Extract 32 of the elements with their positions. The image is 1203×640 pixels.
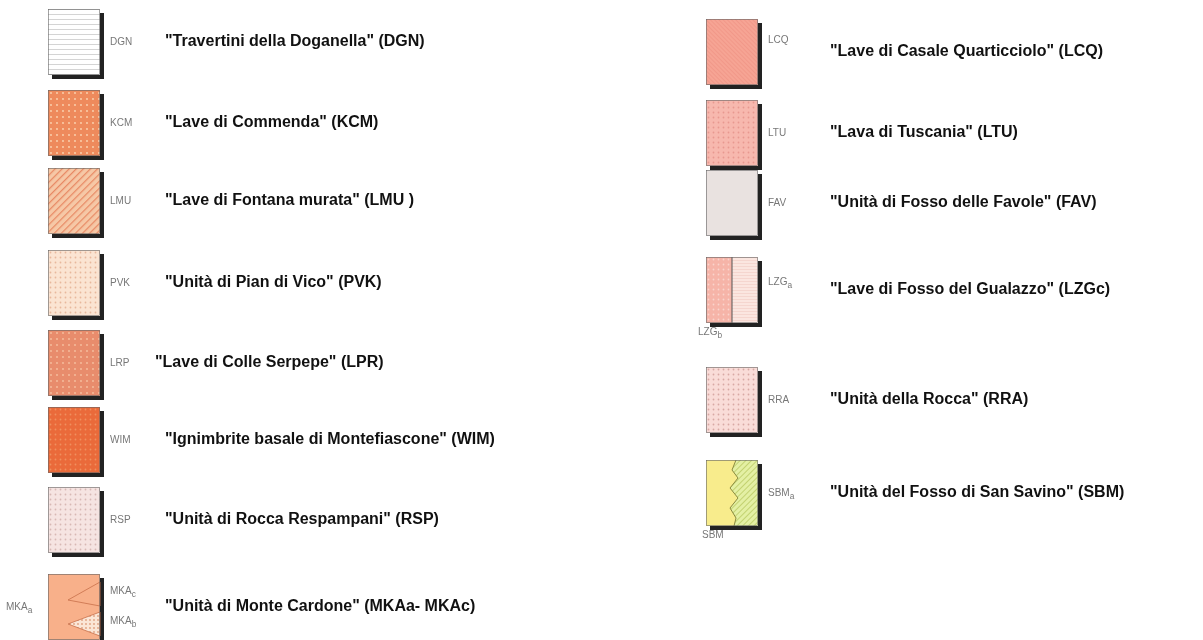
unit-code: RRA (768, 394, 790, 405)
unit-code: FAV (768, 197, 787, 208)
unit-code: LTU (768, 127, 787, 138)
legend-text: "Lave di Colle Serpepe" (LPR) (155, 353, 384, 371)
unit-code: SBM (702, 529, 724, 540)
legend-text: "Unità del Fosso di San Savino" (SBM) (830, 483, 1125, 501)
unit-code: MKA$_{c}$ (110, 585, 136, 599)
legend-text: "Lave di Casale Quarticciolo" (LCQ) (830, 42, 1103, 60)
legend-text: "Lava di Tuscania" (LTU) (830, 123, 1018, 141)
legend-text: "Unità di Monte Cardone" (MKAa- MKAc) (165, 597, 476, 615)
unit-code: LZG$_{a}$ (768, 276, 793, 290)
unit-code: WIM (110, 434, 131, 445)
unit-code: MKA$_{b}$ (110, 615, 137, 629)
legend-text: "Travertini della Doganella" (DGN) (165, 32, 425, 50)
unit-code: SBM$_{a}$ (768, 487, 795, 501)
legend-text: "Lave di Fontana murata" (LMU ) (165, 191, 414, 209)
legend-text: "Unità della Rocca" (RRA) (830, 390, 1029, 408)
legend-text: "Lave di Fosso del Gualazzo" (LZGc) (830, 280, 1111, 298)
unit-code: LMU (110, 195, 132, 206)
legend-text: "Unità di Rocca Respampani" (RSP) (165, 510, 439, 528)
unit-code: LZG$_{b}$ (698, 326, 723, 340)
unit-code: RSP (110, 514, 131, 525)
legend-text: "Unità di Fosso delle Favole" (FAV) (830, 193, 1097, 211)
legend-text: "Ignimbrite basale di Montefiascone" (WIM) (165, 430, 495, 448)
legend-text: "Lave di Commenda" (KCM) (165, 113, 379, 131)
unit-code: LRP (110, 357, 130, 368)
unit-code: PVK (110, 277, 130, 288)
unit-code: MKA$_{a}$ (6, 601, 33, 615)
unit-code: LCQ (768, 34, 789, 45)
unit-code: KCM (110, 117, 133, 128)
legend-text: "Unità di Pian di Vico" (PVK) (165, 273, 382, 291)
unit-code: DGN (110, 36, 133, 47)
